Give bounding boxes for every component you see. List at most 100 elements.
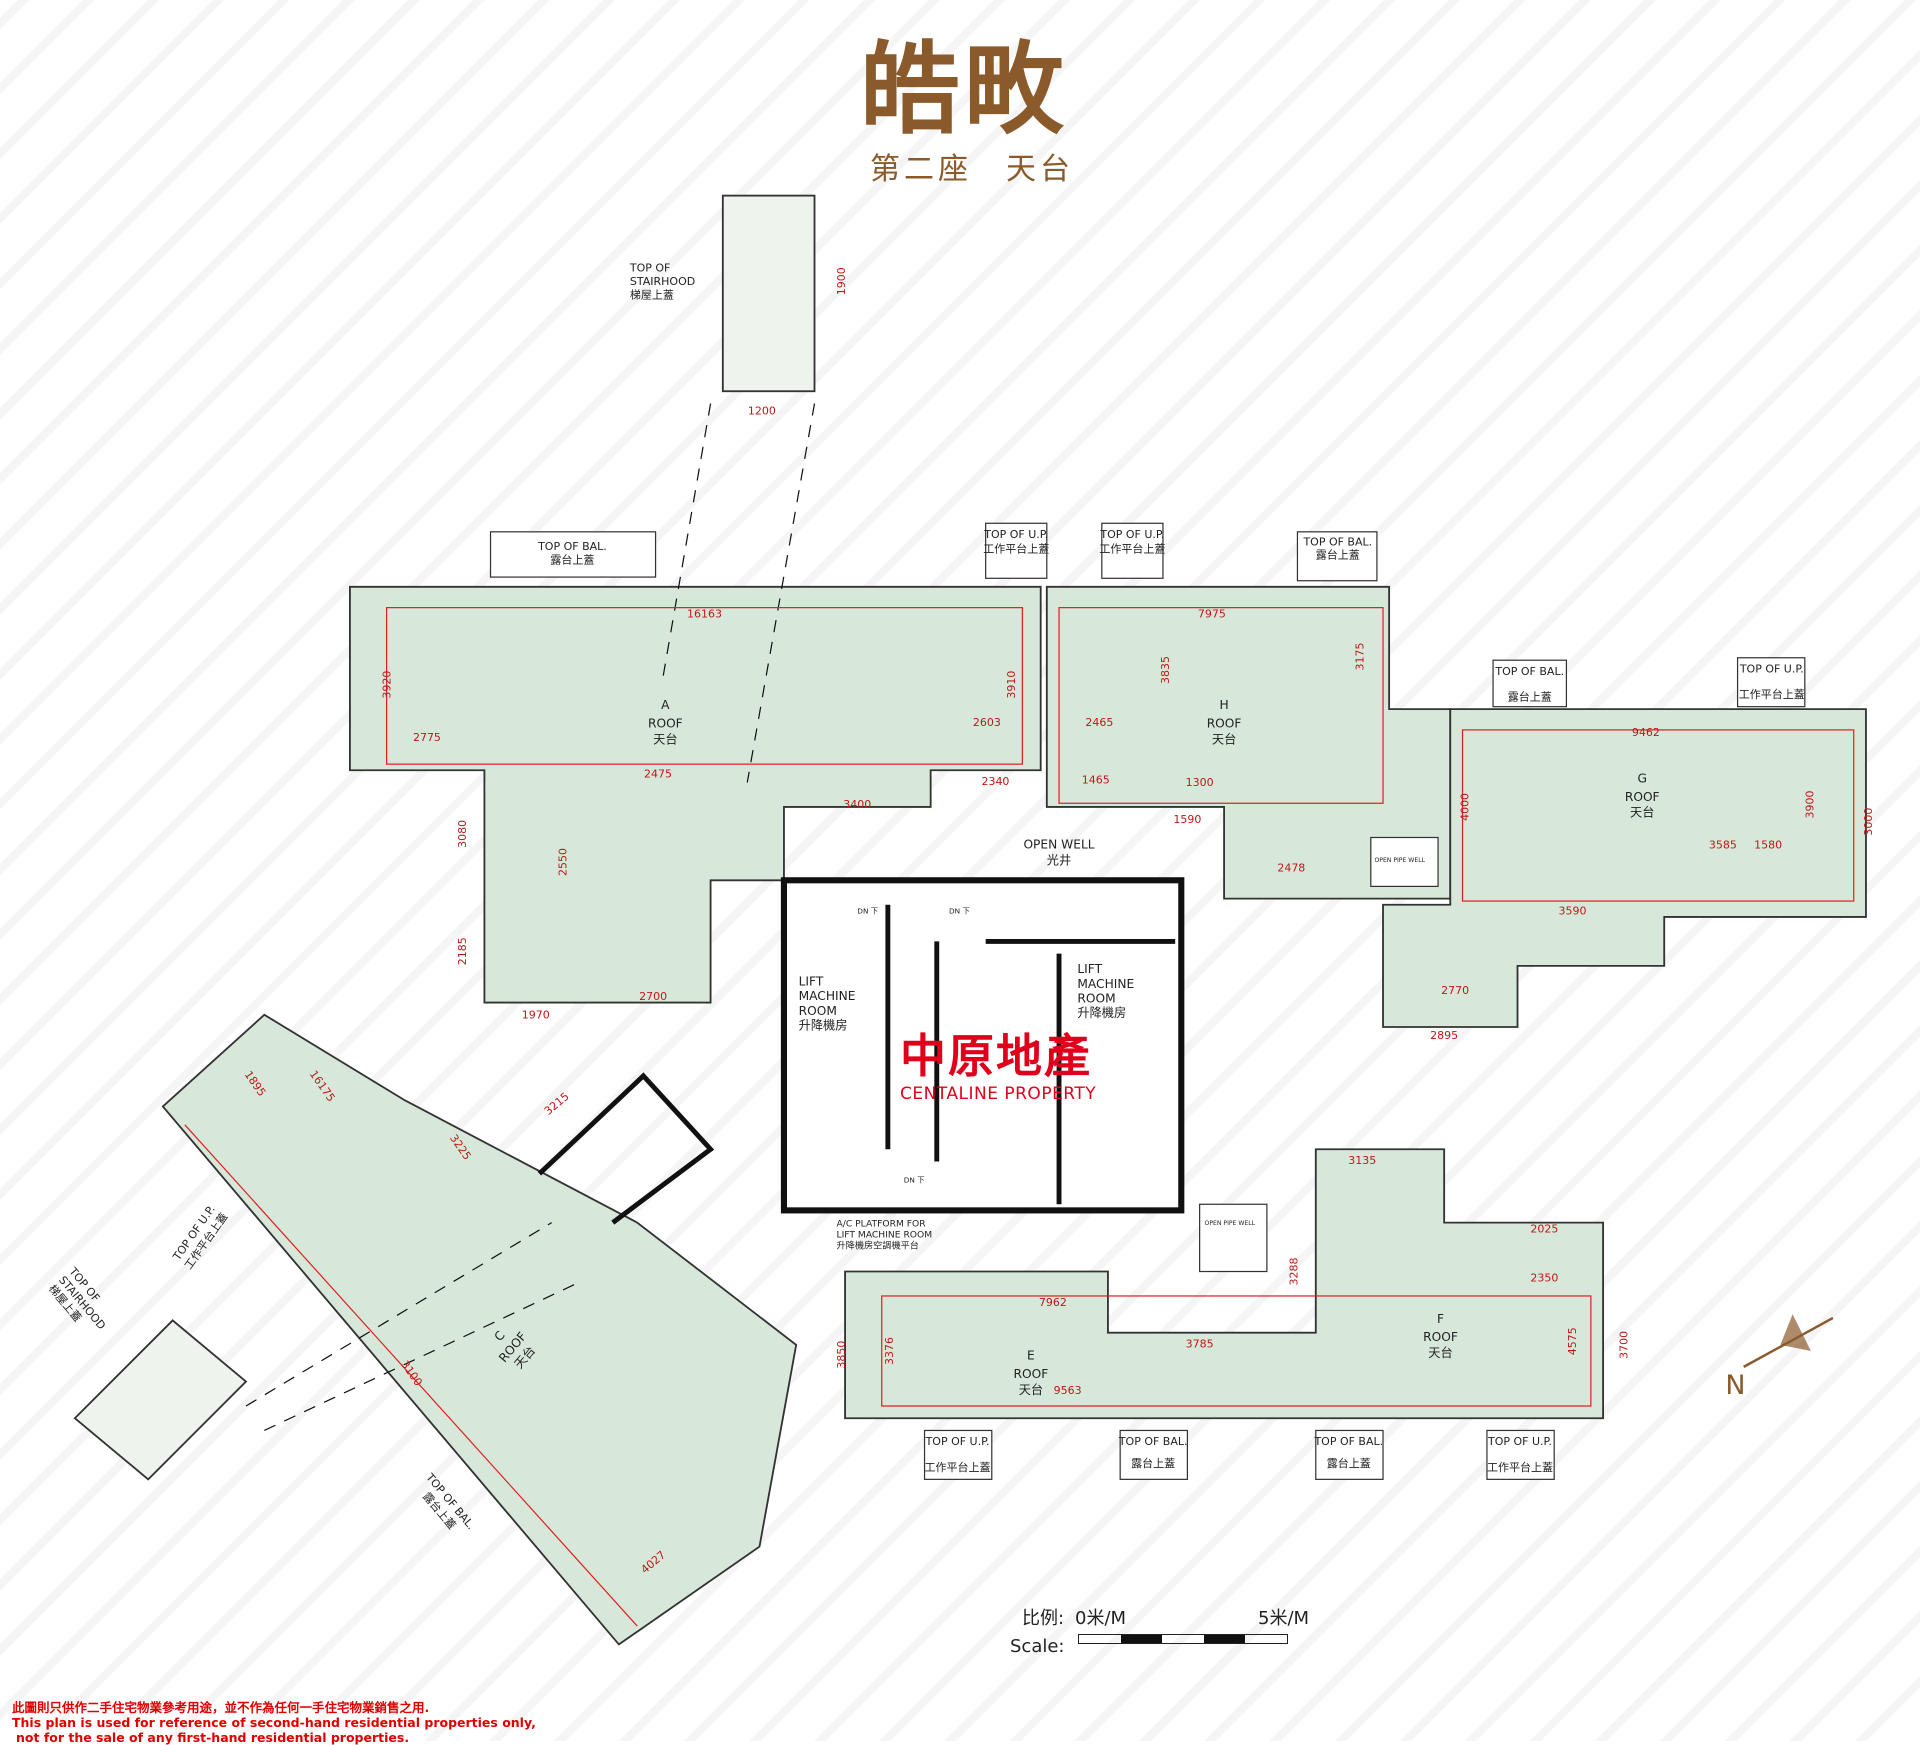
room-id: A [661, 698, 670, 712]
stairhood-label: TOP OF [629, 261, 671, 274]
dimension-label: 3700 [1618, 1331, 1631, 1359]
logo-cn: 中原地產 [900, 1029, 1092, 1083]
room-label-cn: 天台 [1428, 1345, 1452, 1360]
dimension-label: 1900 [835, 267, 848, 295]
dimension-lines [184, 607, 1855, 1627]
scale-start: 0米/M [1075, 1608, 1127, 1629]
top-label: TOP OF U.P. [1099, 528, 1164, 541]
lift-room-label-cn: 升降機房 [799, 1017, 848, 1032]
room-id: F [1437, 1312, 1444, 1326]
room-label-cn: 天台 [1630, 805, 1654, 820]
dimension-label: 2895 [1430, 1029, 1458, 1042]
open-well-label-cn: 光井 [1047, 853, 1071, 867]
dimension-label: 1300 [1186, 776, 1214, 789]
dimension-label: 3000 [1862, 808, 1875, 836]
bottom-label: TOP OF U.P. [1487, 1435, 1552, 1448]
ac-platform-label: A/C PLATFORM FOR [837, 1218, 927, 1229]
dimension-label: 2478 [1277, 862, 1305, 875]
dimension-label: 1200 [748, 404, 776, 417]
top-label-cn: 工作平台上蓋 [983, 542, 1049, 556]
top-label: TOP OF BAL. [537, 540, 607, 553]
dimension-label: 3590 [1559, 905, 1587, 918]
dimension-label: 2340 [981, 775, 1009, 788]
stairhood-label: STAIRHOOD [630, 275, 695, 288]
dimension-label: 3215 [542, 1090, 572, 1118]
dimension-label: 3585 [1709, 838, 1737, 851]
top-label-cn: 露台上蓋 [1316, 548, 1360, 562]
projection-lines [245, 403, 816, 1432]
lift-room-label: ROOM [1077, 992, 1115, 1006]
roof-ef-area [844, 1148, 1605, 1420]
centaline-logo: 中原地產 CENTALINE PROPERTY [900, 1030, 1096, 1104]
page-title: 皓畋 [860, 31, 1068, 148]
bottom-label-cn: 露台上蓋 [1131, 1456, 1175, 1470]
dimension-label: 2465 [1085, 716, 1113, 729]
dimension-label: 7975 [1198, 607, 1226, 620]
room-id: G [1637, 771, 1646, 785]
top-label-cn: 工作平台上蓋 [1739, 687, 1805, 701]
dimension-label: 4000 [1459, 793, 1472, 821]
ac-platform-label-cn: 升降機房空調機平台 [837, 1239, 919, 1251]
room-label: ROOF [648, 716, 683, 730]
room-label-cn: 天台 [1019, 1382, 1043, 1397]
stairhood-left [73, 1319, 248, 1481]
bottom-label-cn: 工作平台上蓋 [925, 1460, 991, 1474]
dimension-label: 4575 [1566, 1327, 1579, 1355]
roof-g-area [1382, 708, 1867, 1028]
disclaimer-en-1: This plan is used for reference of secon… [12, 1715, 536, 1730]
dimension-label: 2350 [1530, 1271, 1558, 1284]
dimension-label: 2603 [973, 716, 1001, 729]
pipe-well-label: OPEN PIPE WELL [1205, 1220, 1256, 1227]
top-label: TOP OF BAL. [1494, 665, 1564, 678]
dimension-label: 9462 [1632, 726, 1660, 739]
dimension-label: 3400 [843, 798, 871, 811]
top-label-cn: 工作平台上蓋 [1099, 542, 1165, 556]
dimension-label: 16163 [687, 607, 722, 620]
bottom-label: TOP OF BAL. [1313, 1435, 1383, 1448]
bottom-label: TOP OF BAL. [1118, 1435, 1188, 1448]
dimension-label: 3900 [1803, 790, 1816, 818]
dn-label: DN 下 [949, 906, 970, 915]
dn-label: DN 下 [904, 1175, 925, 1184]
page-subtitle: 第二座 天台 [870, 152, 1074, 187]
dimension-label: 3835 [1159, 656, 1172, 684]
dimension-label: 3850 [835, 1341, 848, 1369]
dn-label: DN 下 [857, 906, 878, 915]
interior-walls [537, 904, 1176, 1225]
top-label: TOP OF BAL. [1302, 535, 1372, 548]
lift-room-label: LIFT [1077, 962, 1102, 976]
bottom-label-cn: 露台上蓋 [1327, 1456, 1371, 1470]
lift-room-label: ROOM [799, 1004, 837, 1018]
room-id: E [1027, 1349, 1035, 1363]
dimension-label: 2185 [456, 937, 469, 965]
pipe-well-label: OPEN PIPE WELL [1374, 857, 1425, 864]
roof-c-area [161, 1013, 798, 1646]
dimension-label: 3920 [380, 671, 393, 699]
dimension-label: 1580 [1754, 838, 1782, 851]
scale-label-en: Scale: [1010, 1636, 1065, 1657]
core-walls [780, 877, 1185, 1214]
lift-room-label: MACHINE [1077, 977, 1134, 991]
dimension-label: 3135 [1348, 1154, 1376, 1167]
dimension-label: 3376 [883, 1337, 896, 1365]
dimension-label: 9563 [1054, 1384, 1082, 1397]
dimension-label: 1590 [1173, 813, 1201, 826]
dimension-label: 2770 [1441, 984, 1469, 997]
lift-room-label: LIFT [799, 974, 824, 988]
scale-bar [1078, 1634, 1288, 1644]
room-label: ROOF [1423, 1330, 1458, 1344]
open-well-label: OPEN WELL [1023, 837, 1094, 851]
stairhood-label-cn: 梯屋上蓋 [630, 288, 674, 301]
room-id: H [1219, 698, 1228, 712]
disclaimer-en-2: not for the sale of any first-hand resid… [16, 1730, 410, 1745]
dimension-label: 2700 [639, 990, 667, 1003]
room-label: ROOF [1014, 1367, 1049, 1381]
dimension-label: 3910 [1005, 671, 1018, 699]
top-label-cn: 露台上蓋 [1508, 690, 1552, 704]
compass: N [1725, 1314, 1834, 1401]
scale-label-cn: 比例: [1022, 1608, 1065, 1629]
scale-end: 5米/M [1258, 1608, 1310, 1629]
disclaimer: 此圖則只供作二手住宅物業參考用途，並不作為任何一手住宅物業銷售之用. This … [12, 1700, 536, 1745]
room-label-cn: 天台 [653, 731, 677, 746]
